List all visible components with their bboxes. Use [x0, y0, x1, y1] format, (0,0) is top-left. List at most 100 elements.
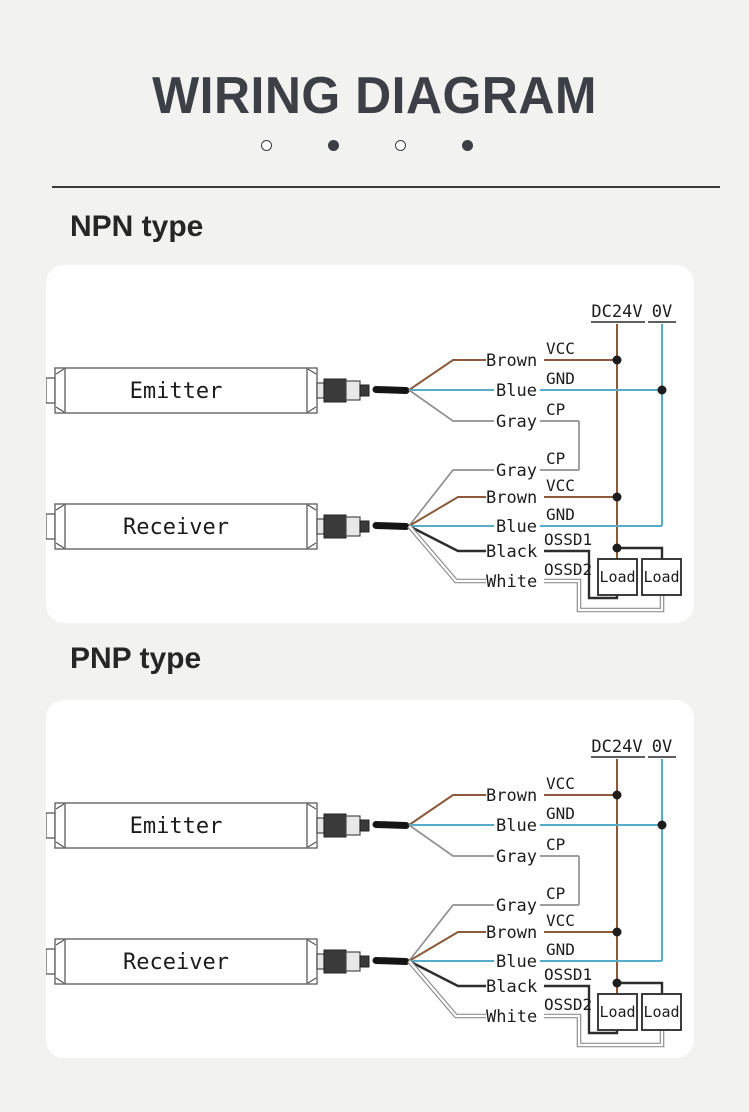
load-2-label: Load: [643, 1003, 679, 1021]
emitter-vcc-label: VCC: [546, 339, 575, 358]
emitter-gnd-label: GND: [546, 804, 575, 823]
receiver-black-label: Black: [486, 542, 537, 562]
npn-diagram-card: DC24V 0V Emitter: [46, 265, 694, 623]
receiver-gnd-label: GND: [546, 940, 575, 959]
receiver-gnd-label: GND: [546, 505, 575, 524]
emitter-gray-label: Gray: [496, 847, 537, 867]
load-box-2: [641, 993, 682, 1031]
receiver-white-label: White: [486, 572, 537, 592]
receiver-brown-wire: [408, 496, 617, 527]
emitter-brown-label: Brown: [486, 786, 537, 806]
carousel-dot-2[interactable]: [328, 140, 339, 151]
carousel-dot-1[interactable]: [261, 140, 272, 151]
receiver-ossd1-label: OSSD1: [544, 530, 592, 549]
emitter-gray-wire-cp-bracket: [408, 389, 580, 471]
emitter-bracket: [46, 377, 56, 404]
emitter-connector-barrel: [345, 380, 361, 401]
dc24v-label: DC24V: [591, 737, 642, 757]
junction-emitter-gnd: [657, 820, 667, 830]
receiver-device: Receiver: [46, 938, 410, 985]
emitter-body: [54, 367, 318, 414]
receiver-black-label: Black: [486, 977, 537, 997]
load-2-label: Load: [643, 568, 679, 586]
receiver-connector-ribbed: [323, 949, 347, 974]
emitter-cp-label: CP: [546, 400, 565, 419]
carousel-dots: [0, 139, 749, 153]
receiver-connector-barrel: [345, 951, 361, 972]
receiver-black-wire-ossd1: [408, 959, 619, 1035]
emitter-cable: [372, 386, 410, 394]
receiver-brown-label: Brown: [486, 488, 537, 508]
pnp-wiring-svg: DC24V 0V Emitter Brown: [46, 737, 682, 1048]
pnp-diagram-card: DC24V 0V Emitter Brown: [46, 700, 694, 1058]
emitter-cable: [372, 821, 410, 829]
emitter-connector-tip: [359, 384, 370, 397]
emitter-brown-wire: [408, 794, 617, 826]
receiver-connector-tip: [359, 520, 370, 533]
carousel-dot-3[interactable]: [395, 140, 406, 151]
receiver-gray-wire: [408, 469, 494, 527]
emitter-device: Emitter: [46, 802, 410, 849]
emitter-blue-label: Blue: [496, 816, 537, 836]
junction-load: [612, 978, 622, 988]
emitter-brown-wire: [408, 359, 617, 391]
carousel-dot-4[interactable]: [462, 140, 473, 151]
emitter-cp-label: CP: [546, 835, 565, 854]
receiver-vcc-label: VCC: [546, 911, 575, 930]
emitter-endcap-ticks: [55, 368, 317, 413]
junction-receiver-vcc: [612, 927, 622, 937]
junction-load: [612, 543, 622, 553]
receiver-black-wire-ossd1: [408, 524, 619, 600]
npn-wiring-svg: DC24V 0V Emitter: [46, 302, 682, 613]
emitter-device: Emitter: [46, 367, 410, 414]
emitter-connector-tip: [359, 819, 370, 832]
receiver-endcap-ticks: [55, 939, 317, 984]
receiver-cp-label: CP: [546, 884, 565, 903]
emitter-body: [54, 802, 318, 849]
receiver-cable: [372, 522, 410, 530]
receiver-vcc-label: VCC: [546, 476, 575, 495]
receiver-endcap-ticks: [55, 504, 317, 549]
dc24v-label: DC24V: [591, 302, 642, 322]
receiver-ossd2-label: OSSD2: [544, 995, 592, 1014]
receiver-gray-label: Gray: [496, 461, 537, 481]
receiver-bracket: [46, 513, 56, 540]
emitter-connector-barrel: [345, 815, 361, 836]
emitter-gray-wire-cp-bracket: [408, 824, 580, 906]
emitter-connector-ribbed: [323, 378, 347, 403]
receiver-label: Receiver: [123, 515, 229, 540]
emitter-brown-label: Brown: [486, 351, 537, 371]
receiver-ossd2-label: OSSD2: [544, 560, 592, 579]
emitter-connector-stub: [316, 382, 325, 399]
receiver-connector-stub: [316, 518, 325, 535]
receiver-bracket: [46, 948, 56, 975]
load-1-label: Load: [599, 1003, 635, 1021]
emitter-endcap-ticks: [55, 803, 317, 848]
emitter-blue-label: Blue: [496, 381, 537, 401]
receiver-cable: [372, 957, 410, 965]
divider-line: [52, 186, 720, 188]
receiver-cp-label: CP: [546, 449, 565, 468]
zero-v-label: 0V: [652, 302, 672, 322]
npn-heading: NPN type: [70, 210, 204, 243]
load-box-2: [641, 558, 682, 596]
receiver-connector-stub: [316, 953, 325, 970]
page-title: WIRING DIAGRAM: [152, 67, 597, 125]
junction-emitter-vcc: [612, 790, 622, 800]
receiver-white-wire-ossd2: [407, 524, 665, 613]
receiver-gray-label: Gray: [496, 896, 537, 916]
junction-emitter-vcc: [612, 355, 622, 365]
receiver-connector-ribbed: [323, 514, 347, 539]
junction-receiver-vcc: [612, 492, 622, 502]
receiver-connector-tip: [359, 955, 370, 968]
pnp-heading: PNP type: [70, 642, 202, 675]
receiver-blue-label: Blue: [496, 952, 537, 972]
receiver-brown-label: Brown: [486, 923, 537, 943]
receiver-white-wire-ossd2: [407, 959, 665, 1048]
zero-v-label: 0V: [652, 737, 672, 757]
load-box-1: [597, 993, 638, 1031]
load-box-1: [597, 558, 638, 596]
load-jumper: [617, 546, 664, 559]
load-jumper: [617, 981, 664, 994]
